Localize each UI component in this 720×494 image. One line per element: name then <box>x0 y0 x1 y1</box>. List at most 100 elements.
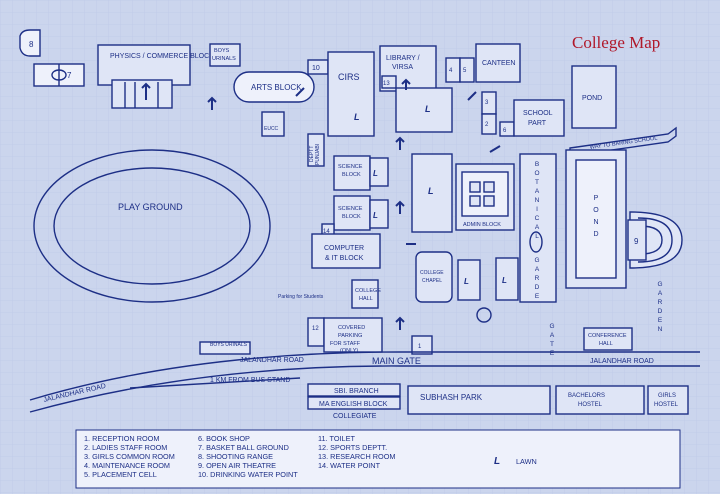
school-part: 3 2 6 SCHOOL PART <box>481 91 565 137</box>
svg-text:3. GIRLS COMMON ROOM: 3. GIRLS COMMON ROOM <box>84 452 175 461</box>
library-virsa: LIBRARY / VIRSA 13 L <box>379 45 453 133</box>
svg-text:L: L <box>494 456 500 467</box>
svg-text:1. RECEPTION ROOM: 1. RECEPTION ROOM <box>84 434 159 443</box>
bachelors-hostel <box>555 385 645 415</box>
svg-text:A: A <box>535 188 540 195</box>
svg-text:L: L <box>502 276 507 285</box>
svg-text:A: A <box>535 266 540 273</box>
svg-text:9: 9 <box>634 237 639 246</box>
girls-hostel <box>647 385 689 415</box>
svg-text:14: 14 <box>323 229 330 235</box>
svg-text:G: G <box>549 323 554 330</box>
svg-text:1: 1 <box>418 344 422 350</box>
sbi-branch: SBI. BRANCH MA ENGLISH BLOCK COLLEGIATE <box>307 383 401 420</box>
svg-text:4: 4 <box>449 68 453 74</box>
main-gate-label: MAIN GATE <box>372 356 421 366</box>
svg-text:PART: PART <box>528 120 547 127</box>
play-ground: PLAY GROUND <box>33 149 271 303</box>
svg-text:COLLEGE: COLLEGE <box>420 270 444 276</box>
svg-text:SCIENCE: SCIENCE <box>338 206 363 212</box>
svg-text:2. LADIES STAFF ROOM: 2. LADIES STAFF ROOM <box>84 443 167 452</box>
svg-text:R: R <box>535 275 540 282</box>
svg-text:G: G <box>534 257 539 264</box>
svg-text:SUBHASH PARK: SUBHASH PARK <box>420 393 483 402</box>
boys-urinals-bottom <box>199 341 251 355</box>
svg-text:ARTS BLOCK: ARTS BLOCK <box>251 83 302 92</box>
gate-label: G A T E <box>549 323 554 357</box>
svg-text:JALANDHAR ROAD: JALANDHAR ROAD <box>240 357 304 364</box>
svg-text:ADMIN BLOCK: ADMIN BLOCK <box>463 222 501 228</box>
svg-text:CANTEEN: CANTEEN <box>482 60 515 67</box>
open-air-theatre: 9 <box>627 211 683 269</box>
svg-text:BLOCK: BLOCK <box>342 214 361 220</box>
path-arrows <box>207 78 501 330</box>
svg-text:PHYSICS / COMMERCE BLOCK: PHYSICS / COMMERCE BLOCK <box>110 53 214 60</box>
svg-text:BLOCK: BLOCK <box>342 172 361 178</box>
svg-text:GIRLS: GIRLS <box>658 393 676 399</box>
svg-text:LAWN: LAWN <box>516 457 537 466</box>
svg-text:SBI. BRANCH: SBI. BRANCH <box>334 388 379 395</box>
svg-text:COLLEGE: COLLEGE <box>355 288 381 294</box>
svg-text:MA ENGLISH BLOCK: MA ENGLISH BLOCK <box>319 401 388 408</box>
svg-text:BACHELORS: BACHELORS <box>568 393 605 399</box>
svg-text:N: N <box>593 219 598 226</box>
svg-text:9. OPEN AIR THEATRE: 9. OPEN AIR THEATRE <box>198 461 276 470</box>
conference-hall <box>583 327 633 351</box>
svg-text:A: A <box>550 332 555 339</box>
svg-text:CHAPEL: CHAPEL <box>422 278 442 284</box>
svg-text:D: D <box>658 308 663 315</box>
svg-text:PUNJABI: PUNJABI <box>315 144 321 165</box>
svg-text:JALANDHAR ROAD: JALANDHAR ROAD <box>590 358 654 365</box>
svg-text:7. BASKET BALL GROUND: 7. BASKET BALL GROUND <box>198 443 289 452</box>
svg-text:10: 10 <box>312 65 320 72</box>
svg-text:A: A <box>535 224 540 231</box>
svg-text:A: A <box>658 290 663 297</box>
svg-text:DEPTT: DEPTT <box>309 146 315 162</box>
shooting-range: 8 <box>19 29 41 57</box>
svg-text:BOYS URINALS: BOYS URINALS <box>210 342 248 348</box>
college-chapel: COLLEGE CHAPEL L L <box>415 251 519 303</box>
svg-text:HALL: HALL <box>359 296 373 302</box>
svg-text:L: L <box>425 104 431 114</box>
pond-right: P O N D <box>565 149 627 289</box>
svg-text:T: T <box>550 341 554 348</box>
admin-block: ADMIN BLOCK <box>455 163 515 231</box>
svg-text:13. RESEARCH ROOM: 13. RESEARCH ROOM <box>318 452 395 461</box>
cirs-block: CIRS L <box>327 51 375 137</box>
svg-text:8. SHOOTING RANGE: 8. SHOOTING RANGE <box>198 452 273 461</box>
covered-parking: 12 COVERED PARKING FOR STAFF (ONLY) <box>307 317 383 354</box>
svg-text:COLLEGIATE: COLLEGIATE <box>333 413 377 420</box>
svg-text:L: L <box>373 169 378 178</box>
svg-text:L: L <box>428 186 434 196</box>
pond-top <box>571 65 617 129</box>
svg-text:E: E <box>550 350 555 357</box>
svg-text:2: 2 <box>485 122 489 128</box>
basketball-ground: 7 <box>33 63 85 87</box>
subhash-park <box>407 385 551 415</box>
svg-text:L: L <box>535 233 539 240</box>
svg-text:SCHOOL: SCHOOL <box>523 110 553 117</box>
svg-text:12. SPORTS DEPTT.: 12. SPORTS DEPTT. <box>318 443 387 452</box>
svg-text:T: T <box>535 179 539 186</box>
svg-text:CONFERENCE: CONFERENCE <box>588 333 627 339</box>
garden-label: G A R D E N <box>657 281 662 333</box>
svg-text:14. WATER POINT: 14. WATER POINT <box>318 461 381 470</box>
svg-text:G: G <box>657 281 662 288</box>
science-block-1: SCIENCE BLOCK L <box>333 155 389 191</box>
svg-text:R: R <box>658 299 663 306</box>
svg-text:6: 6 <box>503 128 507 134</box>
svg-text:10. DRINKING WATER POINT: 10. DRINKING WATER POINT <box>198 470 298 479</box>
svg-text:L: L <box>464 277 469 286</box>
svg-text:4. MAINTENANCE ROOM: 4. MAINTENANCE ROOM <box>84 461 170 470</box>
svg-text:VIRSA: VIRSA <box>392 64 413 71</box>
svg-text:12: 12 <box>312 326 319 332</box>
svg-text:& IT BLOCK: & IT BLOCK <box>325 255 364 262</box>
computer-it-block: COMPUTER & IT BLOCK <box>311 233 381 269</box>
svg-text:EUCC: EUCC <box>264 126 279 132</box>
svg-text:N: N <box>658 326 663 333</box>
svg-text:O: O <box>534 170 539 177</box>
svg-text:(ONLY): (ONLY) <box>340 348 358 354</box>
svg-text:P: P <box>594 195 599 202</box>
svg-text:7: 7 <box>67 71 72 80</box>
